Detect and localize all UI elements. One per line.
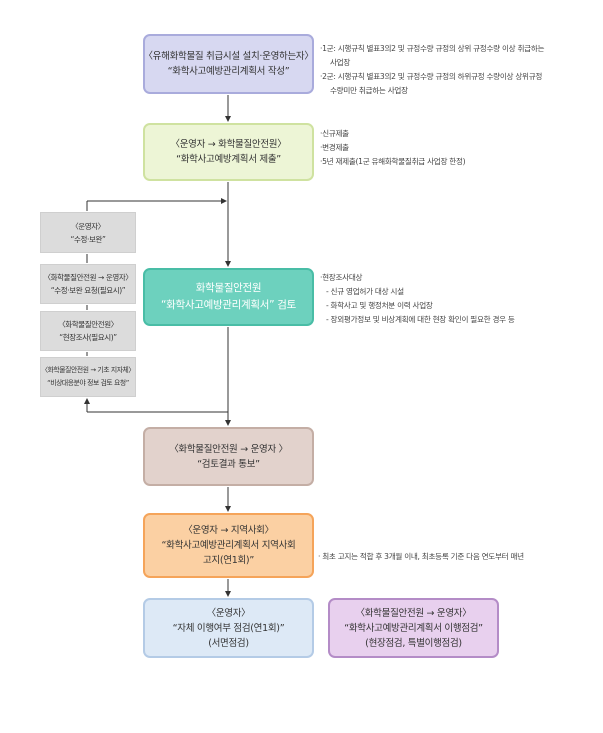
note-line: - 장외평가정보 및 비상계획에 대한 현장 확인이 필요한 경우 등 (326, 315, 515, 324)
note-site-survey-targets: ·현장조사대상 - 신규 영업허가 대상 시설 - 화학사고 및 행정처분 이력… (320, 271, 515, 327)
side-step-emergency-review-title: “비상대응분야 정보 검토 요청” (47, 379, 129, 387)
note-group-criteria: ·1군: 시행규칙 별표3의2 및 규정수량 규정의 상위 규정수량 이상 취급… (320, 42, 545, 98)
step-community-notice-actor: 〈운영자 → 지역사회〉 (183, 525, 274, 536)
note-line: 사업장 (330, 58, 351, 67)
step-implementation-inspection-actor: 〈화학물질안전원 → 운영자〉 (355, 607, 472, 619)
side-step-site-survey: 〈화학물질안전원〉 “현장조사(필요시)” (40, 311, 136, 351)
step-plan-writing: 〈유해화학물질 취급시설 설치·운영하는자〉 “화학사고예방관리계획서 작성” (143, 34, 314, 94)
step-review-result: 〈화학물질안전원 → 운영자 〉 “검토결과 통보” (143, 427, 314, 486)
note-notice-timing: · 최초 고지는 적합 후 3개월 이내, 최초등록 기준 다음 연도부터 매년 (318, 550, 524, 564)
step-self-inspection-actor: 〈운영자〉 (206, 607, 251, 619)
side-step-emergency-review: 〈화학물질안전원 → 기초 지자체〉 “비상대응분야 정보 검토 요청” (40, 357, 136, 397)
step-implementation-inspection-method: (현장점검, 특별이행점검) (365, 637, 462, 649)
step-plan-review-title: “화학사고예방관리계획서” 검토 (161, 299, 296, 311)
step-plan-submission-title: “화학사고예방계획서 제출” (176, 154, 281, 165)
step-implementation-inspection-title: “화학사고예방관리계획서 이행점검” (344, 622, 483, 634)
note-line: - 화학사고 및 행정처분 이력 사업장 (326, 301, 433, 310)
side-step-emergency-review-actor: 〈화학물질안전원 → 기초 지자체〉 (41, 366, 135, 374)
note-line: ·5년 재제출(1군 유해화학물질취급 사업장 한정) (320, 157, 466, 166)
note-line: · 최초 고지는 적합 후 3개월 이내, 최초등록 기준 다음 연도부터 매년 (318, 552, 524, 561)
step-implementation-inspection: 〈화학물질안전원 → 운영자〉 “화학사고예방관리계획서 이행점검” (현장점검… (328, 598, 499, 658)
note-line: ·신규제출 (320, 129, 349, 138)
step-review-result-title: “검토결과 통보” (197, 458, 260, 470)
step-community-notice-title: “화학사고예방관리계획서 지역사회 (161, 540, 296, 551)
step-community-notice: 〈운영자 → 지역사회〉 “화학사고예방관리계획서 지역사회 고지(연1회)” (143, 513, 314, 578)
note-line: ·1군: 시행규칙 별표3의2 및 규정수량 규정의 상위 규정수량 이상 취급… (320, 44, 545, 53)
note-line: 수량미만 취급하는 사업장 (330, 86, 408, 95)
step-self-inspection: 〈운영자〉 “자체 이행여부 점검(연1회)” (서면점검) (143, 598, 314, 658)
step-community-notice-title-cont: 고지(연1회)” (203, 555, 254, 566)
step-plan-review: 화학물질안전원 “화학사고예방관리계획서” 검토 (143, 268, 314, 326)
step-review-result-actor: 〈화학물질안전원 → 운영자 〉 (169, 443, 288, 455)
side-step-revision-request-actor: 〈화학물질안전원 → 운영자〉 (43, 273, 133, 282)
note-line: - 신규 영업허가 대상 시설 (326, 287, 404, 296)
step-plan-review-actor: 화학물질안전원 (195, 282, 262, 294)
note-submission-types: ·신규제출 ·변경제출 ·5년 재제출(1군 유해화학물질취급 사업장 한정) (320, 127, 466, 169)
side-step-revision-actor: 〈운영자〉 (71, 221, 105, 231)
note-line: ·2군: 시행규칙 별표3의2 및 규정수량 규정의 하위규정 수량이상 상위규… (320, 72, 543, 81)
step-plan-submission: 〈운영자 → 화학물질안전원〉 “화학사고예방계획서 제출” (143, 123, 314, 181)
side-step-revision-request: 〈화학물질안전원 → 운영자〉 “수정·보완 요청(필요시)” (40, 264, 136, 304)
step-plan-writing-actor: 〈유해화학물질 취급시설 설치·운영하는자〉 (143, 51, 314, 62)
step-self-inspection-method: (서면점검) (208, 637, 249, 649)
note-line: ·변경제출 (320, 143, 349, 152)
side-step-revision-title: “수정·보완” (70, 234, 106, 244)
note-line: ·현장조사대상 (320, 273, 363, 282)
step-plan-writing-title: “화학사고예방관리계획서 작성” (167, 66, 290, 77)
step-self-inspection-title: “자체 이행여부 점검(연1회)” (172, 622, 285, 634)
side-step-revision-request-title: “수정·보완 요청(필요시)” (50, 286, 126, 295)
side-step-site-survey-title: “현장조사(필요시)” (59, 333, 117, 342)
side-step-site-survey-actor: 〈화학물질안전원〉 (58, 320, 118, 329)
side-step-revision: 〈운영자〉 “수정·보완” (40, 212, 136, 253)
step-plan-submission-actor: 〈운영자 → 화학물질안전원〉 (170, 139, 287, 150)
